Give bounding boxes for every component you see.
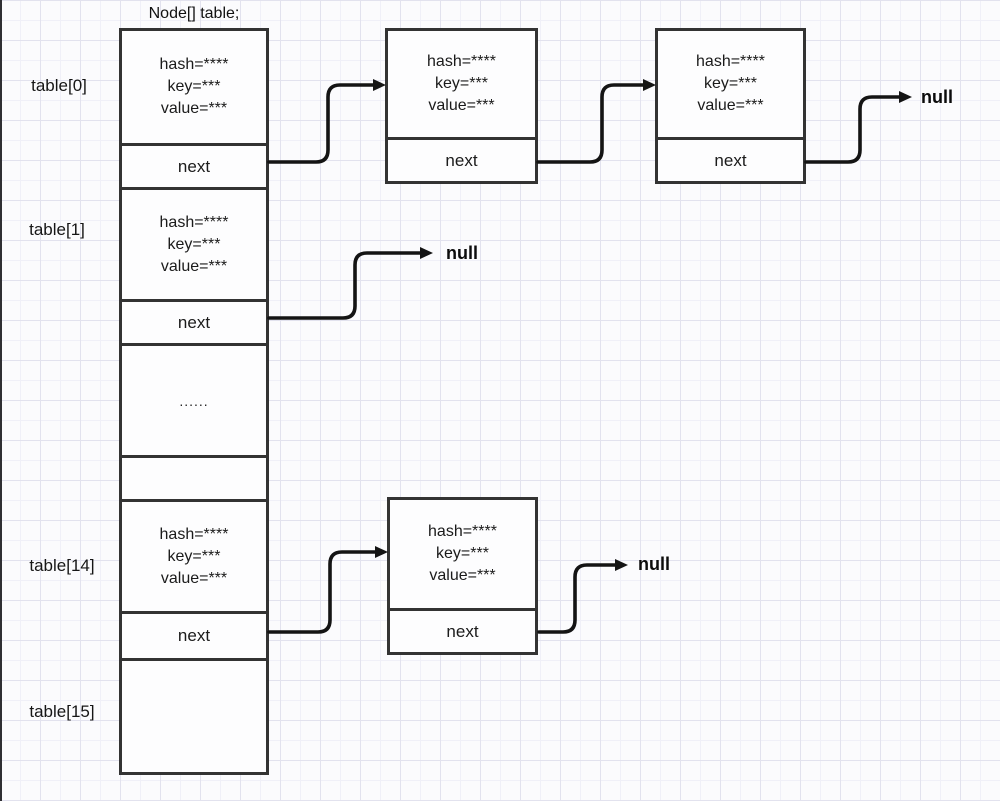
key-field: key=*** — [167, 78, 221, 95]
key-field: key=*** — [167, 235, 221, 253]
value-field: value=*** — [160, 100, 228, 117]
chain14-node1: hash=**** key=*** value=*** next — [387, 497, 538, 655]
next-field: next — [714, 150, 747, 170]
next-field: next — [177, 626, 211, 645]
hash-field: hash=**** — [427, 53, 496, 70]
chain0-node1-values: hash=**** key=*** value=*** — [388, 31, 535, 140]
arrow-chain14-to-null — [537, 559, 628, 634]
arrow-node2-to-null — [804, 91, 912, 164]
arrow-bucket0-to-node1 — [267, 79, 386, 164]
value-field: value=*** — [160, 569, 228, 587]
key-field: key=*** — [436, 545, 489, 562]
empty-cell — [122, 455, 266, 499]
ellipsis-text: ...... — [179, 392, 209, 409]
chain0-node2-next: next — [658, 140, 803, 181]
chain14-node1-next: next — [390, 611, 535, 652]
value-field: value=*** — [428, 97, 495, 114]
bucket1-next-cell: next — [122, 299, 266, 343]
chain0-node2: hash=**** key=*** value=*** next — [655, 28, 806, 184]
chain0-node1-next: next — [388, 140, 535, 181]
left-edge-artifact — [0, 0, 2, 801]
value-field: value=*** — [160, 257, 228, 275]
bucket15-empty-cell — [122, 658, 266, 772]
value-field: value=*** — [697, 97, 764, 114]
hash-field: hash=**** — [159, 525, 229, 543]
next-field: next — [446, 621, 479, 641]
hash-field: hash=**** — [696, 53, 765, 70]
bucket0-next-cell: next — [122, 143, 266, 187]
key-field: key=*** — [435, 75, 488, 92]
arrow-node1-to-node2 — [536, 79, 656, 164]
bucket1-node-values: hash=**** key=*** value=*** — [122, 187, 266, 299]
bucket-label-table1: table[1] — [29, 220, 85, 239]
bucket-label-table0: table[0] — [31, 76, 87, 95]
bucket14-next-cell: next — [122, 611, 266, 658]
arrow-bucket1-to-null — [267, 247, 433, 320]
bucket-label-table15: table[15] — [29, 702, 95, 721]
bucket0-node-values: hash=**** key=*** value=*** — [122, 31, 266, 143]
hash-field: hash=**** — [159, 213, 229, 231]
hash-field: hash=**** — [159, 56, 229, 73]
next-field: next — [445, 150, 478, 170]
arrow-bucket14-to-node1 — [267, 546, 388, 634]
key-field: key=*** — [167, 547, 221, 565]
diagram-title: Node[] table; — [148, 5, 240, 22]
null-label-chain1: null — [446, 243, 478, 263]
node-array-column: hash=**** key=*** value=*** next hash=**… — [119, 28, 269, 775]
null-label-chain0: null — [921, 87, 953, 107]
null-label-chain14: null — [638, 554, 670, 574]
ellipsis-cell: ...... — [122, 343, 266, 455]
next-field: next — [177, 312, 211, 332]
bucket14-node-values: hash=**** key=*** value=*** — [122, 499, 266, 611]
chain14-node1-values: hash=**** key=*** value=*** — [390, 500, 535, 611]
key-field: key=*** — [704, 75, 757, 92]
hash-field: hash=**** — [428, 523, 497, 540]
chain0-node2-values: hash=**** key=*** value=*** — [658, 31, 803, 140]
value-field: value=*** — [429, 567, 496, 584]
bucket-label-table14: table[14] — [29, 556, 95, 575]
next-field: next — [177, 156, 211, 176]
chain0-node1: hash=**** key=*** value=*** next — [385, 28, 538, 184]
